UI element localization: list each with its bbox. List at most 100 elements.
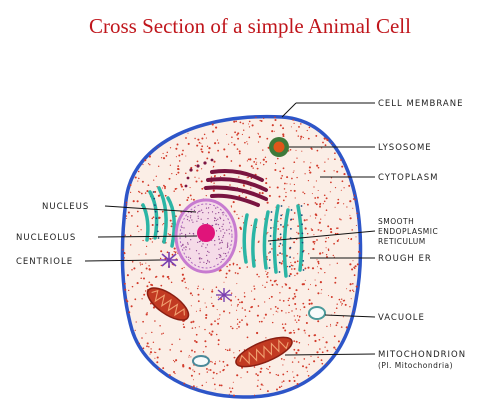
cytoplasm-dot bbox=[152, 237, 154, 239]
cytoplasm-dot bbox=[240, 377, 242, 379]
cytoplasm-dot bbox=[317, 400, 319, 402]
cytoplasm-dot bbox=[125, 393, 128, 396]
cytoplasm-dot bbox=[133, 151, 136, 154]
cytoplasm-dot bbox=[219, 314, 221, 316]
cytoplasm-dot bbox=[298, 342, 301, 344]
cytoplasm-dot bbox=[149, 351, 153, 354]
cytoplasm-dot bbox=[309, 171, 312, 174]
cytoplasm-dot bbox=[136, 200, 139, 203]
cytoplasm-dot bbox=[277, 374, 280, 377]
cytoplasm-dot bbox=[190, 321, 193, 324]
nucleolus bbox=[197, 224, 215, 242]
cytoplasm-dot bbox=[159, 391, 161, 394]
cytoplasm-dot bbox=[308, 363, 310, 366]
cytoplasm-dot bbox=[238, 350, 241, 352]
cytoplasm-dot bbox=[146, 124, 148, 126]
cytoplasm-dot bbox=[168, 177, 171, 180]
ribosome-dot bbox=[288, 275, 291, 277]
cytoplasm-dot bbox=[191, 327, 194, 329]
cytoplasm-dot bbox=[237, 272, 239, 275]
ribosome-dot bbox=[301, 223, 303, 226]
cytoplasm-dot bbox=[256, 167, 259, 170]
cytoplasm-dot bbox=[144, 159, 147, 162]
cytoplasm-dot bbox=[278, 245, 281, 247]
cytoplasm-dot bbox=[321, 289, 323, 291]
cytoplasm-dot bbox=[174, 188, 177, 190]
cytoplasm-dot bbox=[265, 160, 268, 163]
cytoplasm-dot bbox=[293, 348, 296, 351]
cytoplasm-dot bbox=[248, 136, 251, 139]
cytoplasm-dot bbox=[190, 166, 193, 169]
cytoplasm-dot bbox=[336, 375, 338, 378]
chromatin-dot bbox=[218, 236, 220, 238]
cytoplasm-dot bbox=[266, 281, 268, 283]
cytoplasm-dot bbox=[192, 369, 194, 371]
cytoplasm-dot bbox=[334, 366, 337, 369]
cytoplasm-dot bbox=[308, 302, 311, 305]
cytoplasm-dot bbox=[334, 281, 337, 284]
cytoplasm-dot bbox=[227, 400, 228, 401]
cytoplasm-dot bbox=[305, 321, 308, 325]
chromatin-dot bbox=[215, 223, 217, 225]
cytoplasm-dot bbox=[290, 262, 292, 264]
cytoplasm-dot bbox=[163, 185, 167, 188]
cytoplasm-dot bbox=[126, 217, 128, 220]
cytoplasm-dot bbox=[216, 139, 219, 141]
cytoplasm-dot bbox=[149, 164, 151, 166]
cytoplasm-dot bbox=[205, 345, 207, 348]
cytoplasm-dot bbox=[315, 217, 317, 219]
cytoplasm-dot bbox=[121, 185, 123, 187]
cytoplasm-dot bbox=[123, 336, 125, 338]
cytoplasm-dot bbox=[149, 116, 151, 117]
cytoplasm-dot bbox=[262, 284, 264, 286]
chromatin-dot bbox=[218, 212, 220, 214]
cytoplasm-dot bbox=[349, 377, 351, 379]
cytoplasm-dot bbox=[131, 146, 133, 148]
cytoplasm-dot bbox=[341, 401, 342, 402]
cytoplasm-dot bbox=[131, 269, 133, 271]
cytoplasm-dot bbox=[197, 293, 200, 296]
cytoplasm-dot bbox=[311, 120, 313, 122]
cytoplasm-dot bbox=[363, 280, 365, 282]
cytoplasm-dot bbox=[293, 161, 296, 164]
cytoplasm-dot bbox=[334, 276, 337, 279]
cytoplasm-dot bbox=[294, 302, 297, 306]
cytoplasm-dot bbox=[154, 351, 156, 353]
ribosome-dot bbox=[288, 265, 291, 268]
cytoplasm-dot bbox=[154, 377, 157, 380]
cytoplasm-dot bbox=[181, 279, 184, 282]
cytoplasm-dot bbox=[247, 176, 249, 178]
cytoplasm-dot bbox=[217, 113, 219, 115]
cytoplasm-dot bbox=[230, 205, 233, 207]
cytoplasm-dot bbox=[314, 334, 317, 337]
cytoplasm-dot bbox=[210, 296, 212, 298]
cytoplasm-dot bbox=[157, 381, 160, 384]
cytoplasm-dot bbox=[134, 149, 137, 151]
cytoplasm-dot bbox=[293, 122, 295, 124]
cytoplasm-dot bbox=[315, 214, 318, 217]
cytoplasm-dot bbox=[341, 303, 343, 305]
cytoplasm-dot bbox=[228, 312, 231, 314]
cytoplasm-dot bbox=[295, 351, 298, 355]
cytoplasm-dot bbox=[321, 147, 323, 149]
cytoplasm-dot bbox=[319, 281, 322, 284]
cytoplasm-dot bbox=[138, 342, 141, 345]
cytoplasm-dot bbox=[258, 191, 261, 195]
cytoplasm-dot bbox=[326, 349, 329, 352]
cytoplasm-dot bbox=[213, 160, 216, 163]
cytoplasm-dot bbox=[258, 276, 260, 278]
cytoplasm-dot bbox=[350, 114, 352, 116]
cytoplasm-dot bbox=[230, 160, 233, 162]
cytoplasm-dot bbox=[136, 282, 139, 285]
cytoplasm-dot bbox=[246, 177, 248, 179]
cytoplasm-dot bbox=[265, 270, 267, 272]
cytoplasm-dot bbox=[294, 357, 296, 359]
cytoplasm-dot bbox=[166, 124, 168, 126]
ribosome-dot bbox=[268, 259, 271, 261]
cytoplasm-dot bbox=[120, 306, 122, 308]
cytoplasm-dot bbox=[230, 325, 232, 328]
chromatin-dot bbox=[221, 239, 223, 241]
cytoplasm-dot bbox=[337, 340, 340, 343]
cytoplasm-dot bbox=[177, 165, 180, 167]
cytoplasm-dot bbox=[223, 174, 226, 177]
